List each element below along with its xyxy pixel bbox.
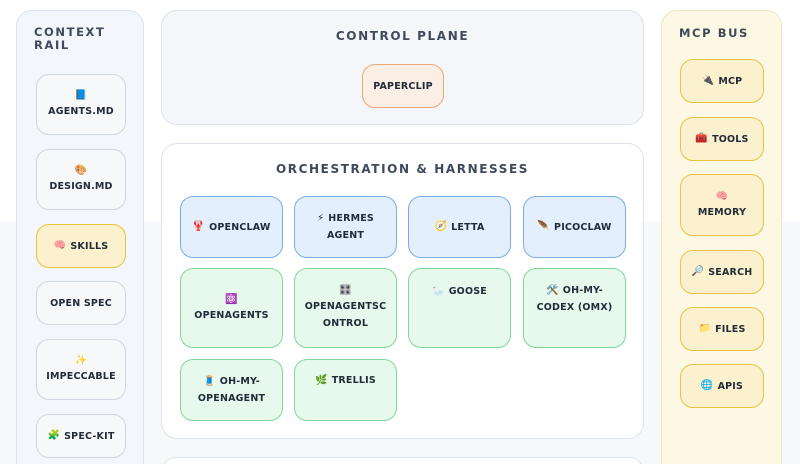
- rail-item-open-spec[interactable]: OPEN SPEC: [36, 281, 126, 325]
- harness-oh-my-openagent[interactable]: 🧵 OH-MY- OPENAGENT: [180, 359, 283, 421]
- bus-item-apis[interactable]: 🌐 APIS: [680, 364, 764, 408]
- rail-item-spec-kit[interactable]: 🧩 SPEC-KIT: [36, 414, 126, 458]
- sparkles-icon: ✨: [74, 355, 88, 366]
- harness-picoclaw[interactable]: 🪶 PICOCLAW: [523, 196, 626, 258]
- compass-icon: 🧭: [434, 221, 448, 232]
- harness-label: GOOSE: [448, 286, 487, 297]
- harness-oh-my-codex[interactable]: 🛠️ OH-MY- CODEX (OMX): [523, 268, 626, 348]
- search-icon: 🔎: [691, 266, 705, 277]
- tools-icon: 🛠️: [546, 284, 559, 296]
- toolbox-icon: 🧰: [695, 133, 709, 144]
- feather-icon: 🪶: [537, 221, 551, 232]
- harness-goose[interactable]: 🦢 GOOSE: [408, 268, 511, 348]
- brain-icon: 🧠: [53, 240, 67, 251]
- mcp-bus-panel: MCP BUS 🔌 MCP 🧰 TOOLS 🧠 MEMORY 🔎 SEARCH …: [661, 10, 782, 464]
- herb-icon: 🌿: [315, 374, 328, 386]
- harness-label: LETTA: [451, 221, 485, 233]
- rail-item-agents-md[interactable]: 📘 AGENTS.MD: [36, 74, 126, 135]
- bus-item-files[interactable]: 📁 FILES: [680, 307, 764, 351]
- bus-item-search[interactable]: 🔎 SEARCH: [680, 250, 764, 294]
- harness-hermes-agent[interactable]: ⚡ HERMES AGENT: [294, 196, 397, 258]
- harness-label: OPENCLAW: [209, 221, 271, 233]
- harness-openagents[interactable]: ⚛️ OPENAGENTS: [180, 268, 283, 348]
- rail-item-impeccable[interactable]: ✨ IMPECCABLE: [36, 339, 126, 400]
- lobster-icon: 🦞: [192, 221, 206, 232]
- bus-item-label: FILES: [715, 323, 746, 335]
- harness-label-line1: OH-MY-: [219, 376, 260, 387]
- book-icon: 📘: [74, 90, 88, 101]
- control-item-paperclip[interactable]: PAPERCLIP: [362, 64, 444, 108]
- harness-openagentscontrol[interactable]: 🎛️ OPENAGENTSC ONTROL: [294, 268, 397, 348]
- bus-item-label: MCP: [718, 75, 743, 87]
- rail-item-label: SKILLS: [70, 240, 109, 252]
- harness-label-line2: ONTROL: [322, 318, 369, 329]
- bus-item-label: SEARCH: [708, 266, 753, 278]
- context-rail-title: CONTEXT RAIL: [34, 25, 106, 52]
- bus-item-tools[interactable]: 🧰 TOOLS: [680, 117, 764, 161]
- brain-icon: 🧠: [715, 190, 729, 202]
- harness-letta[interactable]: 🧭 LETTA: [408, 196, 511, 258]
- bus-item-label: MEMORY: [697, 206, 747, 218]
- control-plane-panel: CONTROL PLANE PAPERCLIP: [161, 10, 644, 125]
- harness-label: TRELLIS: [331, 375, 376, 386]
- palette-icon: 🎨: [74, 165, 88, 176]
- rail-item-label: SPEC-KIT: [64, 430, 115, 442]
- control-plane-title: CONTROL PLANE: [335, 29, 470, 43]
- mcp-bus-title: MCP BUS: [679, 26, 749, 40]
- bus-item-label: APIS: [717, 380, 744, 392]
- atom-icon: ⚛️: [225, 293, 238, 305]
- rail-item-label: AGENTS.MD: [48, 106, 114, 117]
- puzzle-icon: 🧩: [47, 430, 61, 441]
- context-rail-panel: CONTEXT RAIL 📘 AGENTS.MD 🎨 DESIGN.MD 🧠 S…: [16, 10, 144, 464]
- lower-panel: [161, 457, 644, 464]
- globe-icon: 🌐: [700, 380, 714, 391]
- harness-label-line2: OPENAGENT: [197, 393, 266, 404]
- control-item-label: PAPERCLIP: [373, 80, 433, 92]
- plug-icon: 🔌: [701, 75, 715, 86]
- bus-item-mcp[interactable]: 🔌 MCP: [680, 59, 764, 103]
- harness-label: OPENAGENTS: [194, 309, 269, 321]
- harness-label-line1: HERMES: [328, 213, 374, 224]
- rail-item-skills[interactable]: 🧠 SKILLS: [36, 224, 126, 268]
- harness-trellis[interactable]: 🌿 TRELLIS: [294, 359, 397, 421]
- bus-item-label: TOOLS: [712, 133, 749, 145]
- folder-icon: 📁: [698, 323, 712, 334]
- thread-icon: 🧵: [203, 375, 216, 387]
- control-knobs-icon: 🎛️: [339, 285, 352, 296]
- harness-label-line1: OH-MY-: [562, 285, 603, 296]
- harness-label-line2: AGENT: [326, 230, 365, 241]
- orchestration-panel: ORCHESTRATION & HARNESSES 🦞 OPENCLAW ⚡ H…: [161, 143, 644, 439]
- rail-item-label: IMPECCABLE: [46, 371, 116, 382]
- rail-item-design-md[interactable]: 🎨 DESIGN.MD: [36, 149, 126, 210]
- rail-item-label: OPEN SPEC: [50, 297, 112, 309]
- bus-item-memory[interactable]: 🧠 MEMORY: [680, 174, 764, 236]
- lightning-icon: ⚡: [317, 212, 325, 224]
- harness-label-line2: CODEX (OMX): [536, 302, 613, 313]
- harness-label-line1: OPENAGENTSC: [304, 301, 387, 312]
- harness-openclaw[interactable]: 🦞 OPENCLAW: [180, 196, 283, 258]
- orchestration-title: ORCHESTRATION & HARNESSES: [275, 162, 530, 176]
- harness-label: PICOCLAW: [554, 221, 612, 233]
- goose-icon: 🦢: [432, 285, 445, 297]
- rail-item-label: DESIGN.MD: [49, 181, 113, 192]
